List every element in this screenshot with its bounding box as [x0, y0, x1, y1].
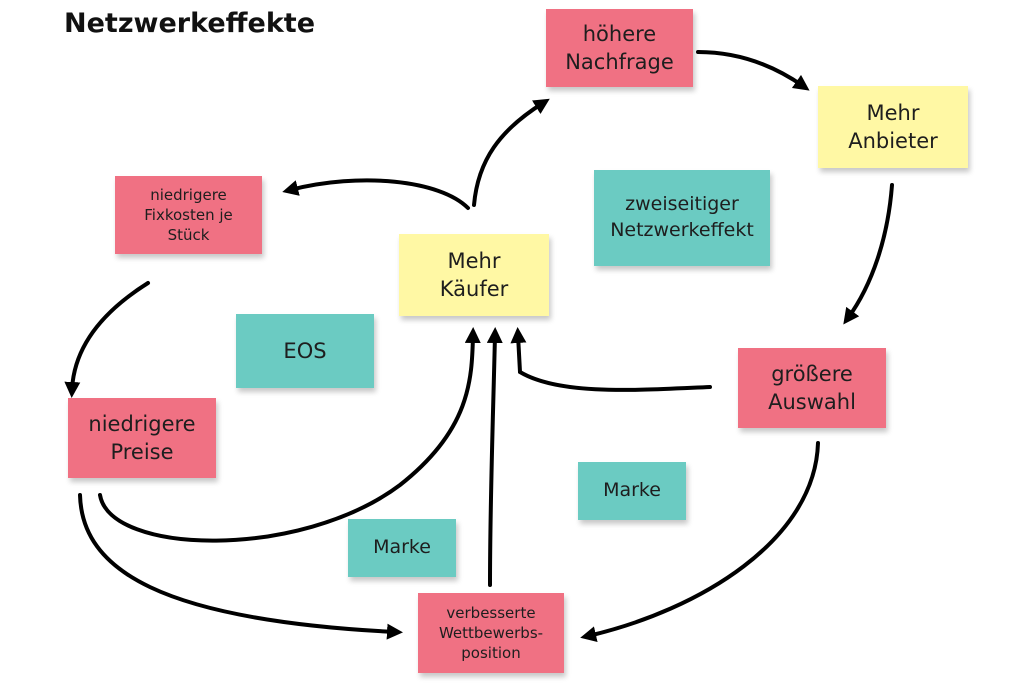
note-eos: EOS: [236, 314, 374, 388]
note-verbesserte-wettbewerbsposition: verbesserte Wettbewerbs- position: [418, 593, 564, 673]
arrow-anbieter-to-auswahl: [843, 183, 894, 325]
arrow-fixkosten-to-preise: [64, 281, 150, 398]
arrow-verbesserte-to-kaeufer: [486, 327, 503, 587]
arrow-preise-to-verbesserte: [78, 493, 403, 640]
note-marke-left: Marke: [348, 519, 456, 577]
arrow-nachfrage-to-anbieter: [696, 50, 810, 91]
note-mehr-anbieter: Mehr Anbieter: [818, 86, 968, 168]
arrow-kaeufer-to-fixkosten: [282, 178, 470, 210]
diagram-title: Netzwerkeffekte: [64, 8, 316, 39]
arrow-auswahl-to-kaeufer: [510, 327, 712, 392]
note-hoehere-nachfrage: höhere Nachfrage: [546, 9, 693, 87]
note-groessere-auswahl: größere Auswahl: [738, 348, 886, 428]
note-marke-right: Marke: [578, 462, 686, 520]
arrow-preise-to-kaeufer: [98, 327, 481, 543]
note-niedrigere-preise: niedrigere Preise: [68, 398, 216, 478]
note-mehr-kaeufer: Mehr Käufer: [399, 234, 549, 316]
note-niedrigere-fixkosten: niedrigere Fixkosten je Stück: [115, 176, 262, 254]
note-zweiseitiger-netzwerkeffekt: zweiseitiger Netzwerkeffekt: [594, 170, 770, 266]
arrow-auswahl-to-verbesserte: [580, 441, 820, 642]
arrow-kaeufer-to-nachfrage: [472, 98, 550, 207]
